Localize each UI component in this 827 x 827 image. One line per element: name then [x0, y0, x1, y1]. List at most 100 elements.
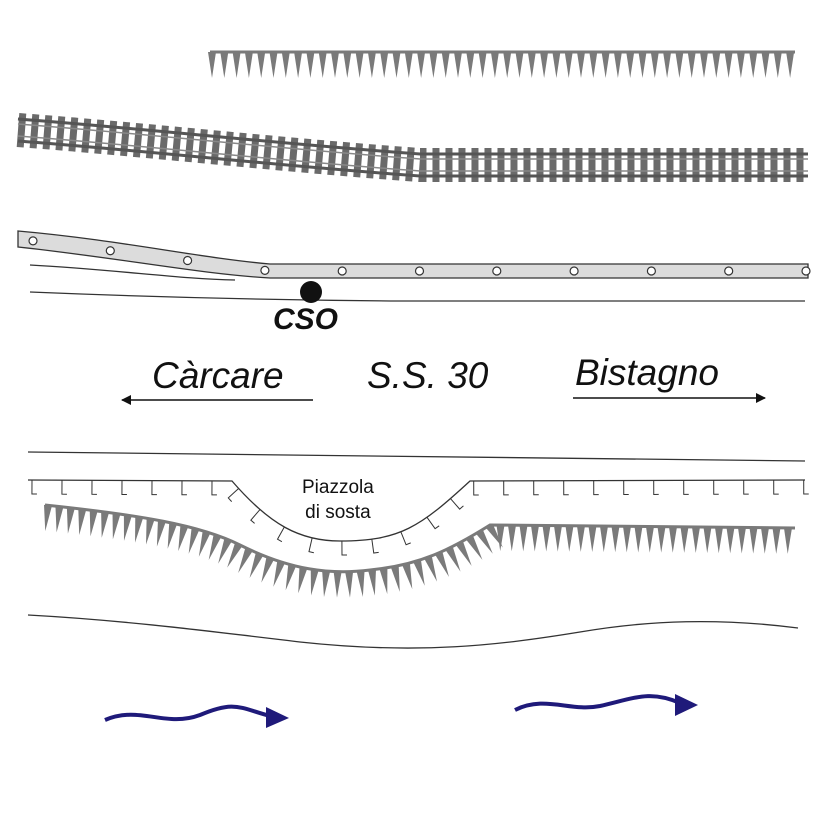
hatch-tooth — [496, 525, 505, 552]
guardrail-post — [61, 480, 67, 495]
hatch-tooth — [626, 52, 635, 78]
hatch-tooth — [227, 542, 243, 568]
hatch-tooth — [343, 52, 352, 78]
hatch-tooth — [634, 526, 643, 553]
hatch-tooth — [564, 52, 573, 78]
hatch-tooth — [441, 52, 450, 78]
embankment-top — [208, 50, 795, 78]
layby-label-line1: Piazzola — [302, 477, 374, 498]
hatch-tooth — [613, 52, 622, 78]
guardrail-post — [121, 480, 127, 495]
hatch-tooth — [475, 529, 493, 554]
hatch-tooth — [356, 570, 365, 597]
layby-edge — [27, 479, 806, 542]
hatch-tooth — [55, 506, 64, 533]
guardrail-post — [341, 540, 347, 556]
hatch-tooth — [680, 526, 689, 553]
hatch-tooth — [542, 525, 551, 552]
hatch-tooth — [530, 525, 539, 552]
hatch-tooth — [552, 52, 561, 78]
hatch-tooth — [589, 52, 598, 78]
hatch-tooth — [485, 523, 503, 548]
hatch-tooth — [281, 52, 290, 78]
hatch-tooth — [601, 52, 610, 78]
hatch-tooth — [220, 52, 229, 78]
hatch-tooth — [466, 52, 475, 78]
layby-label-line2: di sosta — [305, 502, 371, 523]
hatch-tooth — [736, 52, 745, 78]
hatch-tooth — [434, 551, 449, 577]
pipe-manhole — [492, 266, 502, 276]
hatch-tooth — [123, 514, 132, 541]
hatch-tooth — [687, 52, 696, 78]
guardrail-post — [91, 480, 97, 495]
hatch-tooth — [622, 526, 631, 553]
hatch-tooth — [333, 571, 342, 598]
hatch-tooth — [112, 513, 121, 540]
hatch-tooth — [773, 52, 782, 78]
layby-label: Piazzola di sosta — [302, 475, 374, 525]
hatch-tooth — [786, 52, 795, 78]
hatch-tooth — [638, 52, 647, 78]
guardrail-post — [308, 537, 314, 554]
hatch-tooth — [238, 547, 253, 573]
hatch-tooth — [404, 52, 413, 78]
hatch-tooth — [392, 52, 401, 78]
hatch-tooth — [390, 565, 400, 592]
hatch-tooth — [367, 52, 376, 78]
hatch-tooth — [78, 508, 87, 535]
guardrail-post — [400, 531, 411, 546]
hatch-tooth — [749, 52, 758, 78]
direction-right-label: Bistagno — [575, 352, 719, 393]
guardrail-post — [533, 480, 539, 496]
guardrail-post — [803, 480, 809, 495]
hatch-tooth — [714, 527, 723, 554]
hatch-tooth — [668, 526, 677, 553]
hatch-tooth — [232, 52, 241, 78]
hatch-tooth — [146, 518, 155, 545]
hatch-tooth — [772, 527, 781, 554]
hatch-tooth — [331, 52, 339, 78]
guardrail-post — [713, 480, 719, 495]
hatch-tooth — [417, 52, 426, 78]
hatch-tooth — [611, 526, 620, 553]
hatch-tooth — [355, 52, 364, 78]
hatch-tooth — [515, 52, 524, 78]
pipe-manhole — [414, 266, 425, 276]
guardrail-posts — [31, 480, 809, 556]
hatch-tooth — [89, 510, 98, 537]
hatch-tooth — [368, 569, 377, 596]
guardrail-post — [563, 480, 569, 496]
hatch-tooth — [703, 527, 712, 554]
hatch-tooth — [657, 526, 666, 553]
hatch-tooth — [310, 569, 319, 596]
pipe-manhole — [105, 246, 115, 256]
hatch-tooth — [413, 559, 425, 586]
hatch-tooth — [576, 525, 585, 552]
hatch-tooth — [663, 52, 672, 78]
pipe-manhole — [646, 266, 657, 276]
hatch-tooth — [724, 52, 733, 78]
guardrail-post — [227, 488, 239, 502]
hatch-tooth — [712, 52, 721, 78]
hatch-tooth — [565, 525, 574, 552]
pipe-manhole — [337, 266, 347, 276]
hatch-tooth — [178, 524, 189, 552]
hatch-tooth — [749, 527, 758, 554]
hatch-tooth — [645, 526, 654, 553]
hatch-tooth — [553, 525, 562, 552]
hatch-tooth — [322, 570, 331, 597]
hatch-tooth — [198, 530, 211, 557]
hatch-tooth — [761, 52, 770, 78]
embankment-bottom — [44, 503, 796, 598]
hatch-tooth — [273, 560, 285, 587]
guardrail-post — [503, 480, 509, 496]
hatch-tooth — [527, 52, 536, 78]
hatch-tooth — [294, 52, 303, 78]
flow-arrow — [514, 694, 698, 716]
guardrail-post — [593, 480, 599, 496]
guardrail-post — [31, 480, 37, 495]
cso-point — [300, 281, 322, 303]
hatch-tooth — [101, 511, 110, 538]
hatch-tooth — [577, 52, 585, 78]
